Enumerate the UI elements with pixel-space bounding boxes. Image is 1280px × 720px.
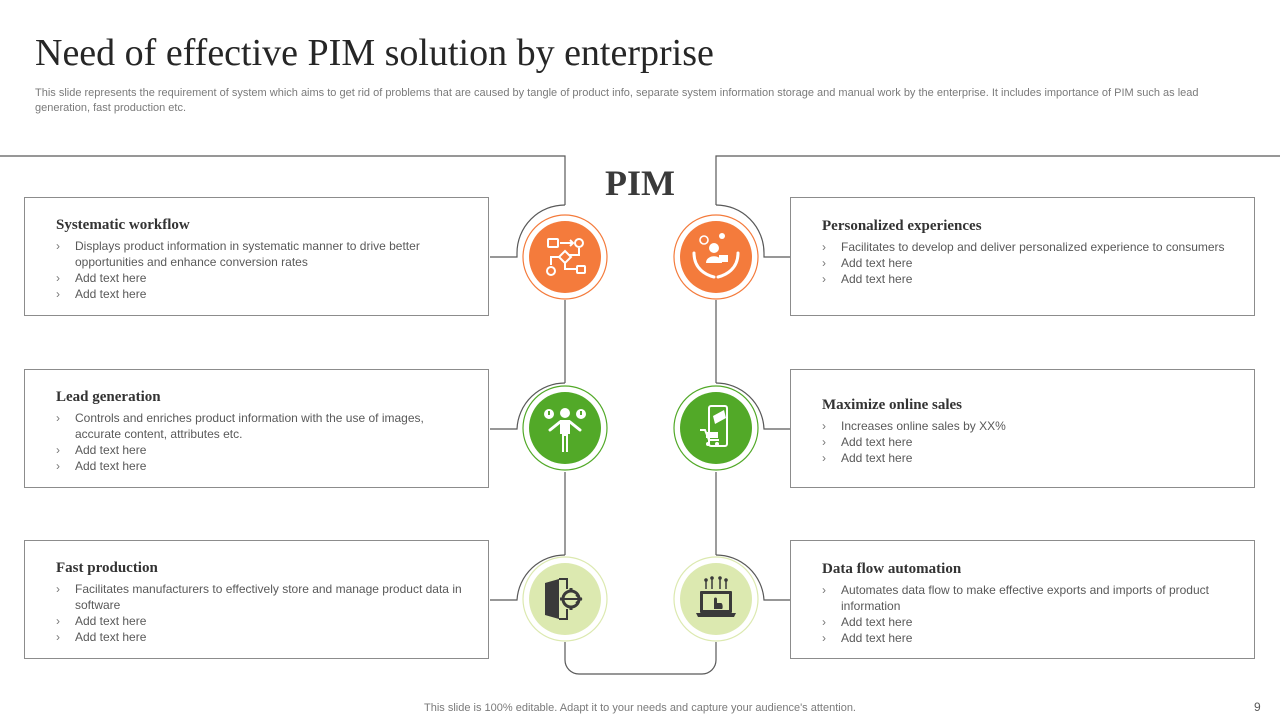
slide-footer: This slide is 100% editable. Adapt it to… <box>424 702 856 714</box>
pim-heading: PIM <box>605 163 675 203</box>
card-lead-generation: Lead generation Controls and enriches pr… <box>24 369 489 488</box>
bullet-item: Add text here <box>56 442 468 458</box>
bullet-item: Add text here <box>822 255 1234 271</box>
bullet-item: Increases online sales by XX% <box>822 418 1234 434</box>
bullet-item: Add text here <box>56 613 468 629</box>
card-title: Personalized experiences <box>822 218 982 234</box>
card-title: Data flow automation <box>822 561 962 577</box>
card-title: Lead generation <box>56 389 161 405</box>
mobile-cart-icon <box>673 385 759 471</box>
slide-title: Need of effective PIM solution by enterp… <box>35 32 714 74</box>
bullet-item: Controls and enriches product informatio… <box>56 410 468 442</box>
bullet-item: Displays product information in systemat… <box>56 238 468 270</box>
card-maximize-online-sales: Maximize online sales Increases online s… <box>790 369 1255 488</box>
bullet-item: Facilitates manufacturers to effectively… <box>56 581 468 613</box>
slide-subtitle: This slide represents the requirement of… <box>35 87 1199 114</box>
bullet-item: Add text here <box>56 629 468 645</box>
bullet-item: Automates data flow to make effective ex… <box>822 582 1234 614</box>
bullet-item: Add text here <box>822 271 1234 287</box>
card-fast-production: Fast production Facilitates manufacturer… <box>24 540 489 659</box>
bullet-item: Add text here <box>822 434 1234 450</box>
workflow-icon <box>522 214 608 300</box>
bullet-item: Add text here <box>56 458 468 474</box>
hands-person-icon <box>673 214 759 300</box>
bullet-item: Add text here <box>56 270 468 286</box>
door-gear-icon <box>522 556 608 642</box>
laptop-click-icon <box>673 556 759 642</box>
card-title: Fast production <box>56 560 158 576</box>
card-systematic-workflow: Systematic workflow Displays product inf… <box>24 197 489 316</box>
person-idea-icon <box>522 385 608 471</box>
bullet-item: Add text here <box>822 450 1234 466</box>
card-personalized-experiences: Personalized experiences Facilitates to … <box>790 197 1255 316</box>
bullet-item: Add text here <box>822 630 1234 646</box>
bullet-item: Add text here <box>822 614 1234 630</box>
page-number: 9 <box>1254 700 1261 714</box>
card-title: Systematic workflow <box>56 217 190 233</box>
bullet-item: Add text here <box>56 286 468 302</box>
card-title: Maximize online sales <box>822 397 962 413</box>
card-data-flow-automation: Data flow automation Automates data flow… <box>790 540 1255 659</box>
bullet-item: Facilitates to develop and deliver perso… <box>822 239 1234 255</box>
